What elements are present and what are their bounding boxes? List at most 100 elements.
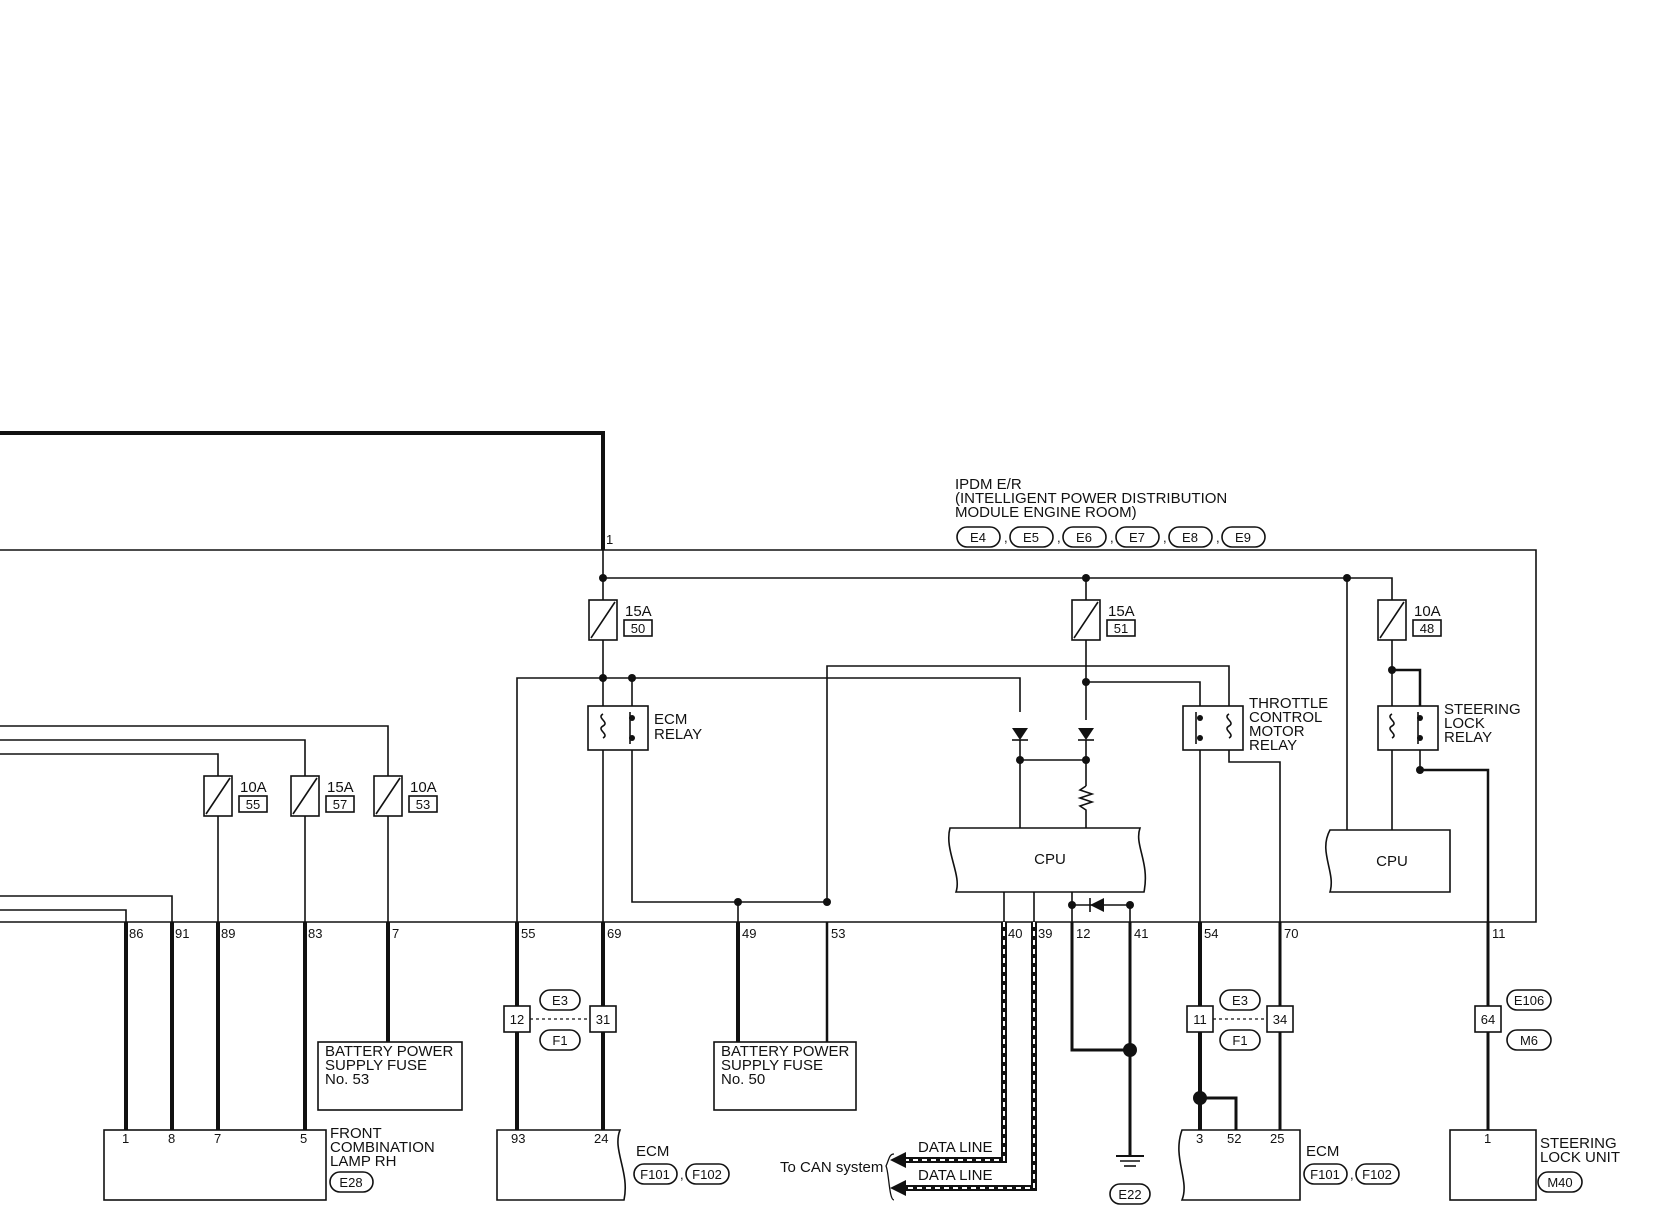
steering-lock-relay: STEERING LOCK RELAY	[1377, 701, 1521, 751]
svg-text:F102: F102	[1362, 1167, 1392, 1182]
ecm-left: 93 24 ECM F101 , F102	[496, 1129, 730, 1201]
ipdm-internal-bus	[602, 550, 1393, 610]
fuse-53: 10A 53	[373, 775, 438, 817]
svg-text:93: 93	[511, 1131, 525, 1146]
joint-connector-left: 12 31 E3 F1	[503, 989, 617, 1051]
fuse-55: 10A 55	[203, 775, 268, 817]
can-data-lines: DATA LINE DATA LINE To CAN system	[780, 922, 1037, 1201]
ecm-right: 3 52 25 ECM F101 , F102	[1178, 1129, 1400, 1201]
svg-text:E3: E3	[552, 993, 568, 1008]
svg-text:M6: M6	[1520, 1033, 1538, 1048]
fuse-number: 57	[333, 797, 347, 812]
fuse-48: 10A 48	[1377, 599, 1442, 641]
svg-text:34: 34	[1273, 1012, 1287, 1027]
ipdm-connector: E4	[970, 530, 986, 545]
svg-text:,: ,	[1216, 530, 1220, 545]
ipdm-pin: 41	[1134, 926, 1148, 941]
svg-text:BATTERY POWER: BATTERY POWER	[325, 1043, 454, 1060]
ipdm-pin: 49	[742, 926, 756, 941]
ipdm-pin-top: 1	[606, 532, 613, 547]
throttle-relay-label: MOTOR	[1249, 723, 1305, 740]
fuse-amp: 15A	[1108, 603, 1135, 620]
data-line-label: DATA LINE	[918, 1167, 992, 1184]
svg-text:11: 11	[1193, 1012, 1207, 1027]
svg-text:24: 24	[594, 1131, 608, 1146]
svg-text:COMBINATION: COMBINATION	[330, 1139, 435, 1156]
diode-right	[1078, 728, 1094, 741]
diode-left	[1012, 728, 1028, 741]
svg-text:No. 50: No. 50	[721, 1071, 765, 1088]
fuse-number: 50	[631, 621, 645, 636]
ipdm-pin: 55	[521, 926, 535, 941]
ipdm-connector: E7	[1129, 530, 1145, 545]
fuse-51: 15A 51	[1071, 578, 1136, 641]
can-system-label: To CAN system	[780, 1159, 883, 1176]
svg-text:ECM: ECM	[1306, 1143, 1339, 1160]
svg-text:,: ,	[1350, 1167, 1354, 1182]
fuse-57: 15A 57	[290, 775, 355, 817]
throttle-relay-label: THROTTLE	[1249, 695, 1328, 712]
ipdm-pin: 40	[1008, 926, 1022, 941]
svg-text:12: 12	[510, 1012, 524, 1027]
svg-text:SUPPLY FUSE: SUPPLY FUSE	[325, 1057, 427, 1074]
ipdm-connector: E9	[1235, 530, 1251, 545]
svg-text:52: 52	[1227, 1131, 1241, 1146]
svg-text:64: 64	[1481, 1012, 1495, 1027]
throttle-relay-label: CONTROL	[1249, 709, 1322, 726]
cpu-ipdm-left: CPU	[948, 827, 1147, 893]
svg-text:,: ,	[1057, 530, 1061, 545]
ipdm-pin: 83	[308, 926, 322, 941]
svg-text:F102: F102	[692, 1167, 722, 1182]
ipdm-title-line1: IPDM E/R	[955, 476, 1022, 493]
svg-text:,: ,	[1110, 530, 1114, 545]
ipdm-connector: E5	[1023, 530, 1039, 545]
svg-text:No. 53: No. 53	[325, 1071, 369, 1088]
svg-text:1: 1	[122, 1131, 129, 1146]
svg-text:STEERING: STEERING	[1540, 1135, 1617, 1152]
svg-text:F1: F1	[1232, 1033, 1247, 1048]
steering-unit-connector: M40	[1547, 1175, 1572, 1190]
fuse-amp: 10A	[240, 779, 267, 796]
ground-e22: E22	[1109, 1155, 1151, 1205]
ipdm-module-outline	[0, 549, 1537, 923]
resistor	[1077, 785, 1095, 828]
fuse-number: 51	[1114, 621, 1128, 636]
ipdm-pin: 54	[1204, 926, 1218, 941]
svg-text:7: 7	[214, 1131, 221, 1146]
ipdm-connector-list: E4 , E5 , E6 , E7 , E8 , E9	[956, 526, 1266, 548]
diode-ground	[1089, 898, 1104, 912]
ipdm-pin: 86	[129, 926, 143, 941]
ipdm-title-line3: MODULE ENGINE ROOM)	[955, 504, 1137, 521]
svg-text:E3: E3	[1232, 993, 1248, 1008]
svg-text:SUPPLY FUSE: SUPPLY FUSE	[721, 1057, 823, 1074]
fuse-amp: 15A	[327, 779, 354, 796]
ipdm-pin: 70	[1284, 926, 1298, 941]
joint-connector-steering: 64 E106 M6	[1474, 989, 1552, 1051]
joint-connector-right: 11 34 E3 F1	[1186, 989, 1294, 1051]
ipdm-pin-labels: 86 91 89 83 7 55 69 49 53 40 39 12 41 54…	[129, 926, 1506, 941]
ipdm-pin: 69	[607, 926, 621, 941]
ecm-relay: ECM RELAY	[587, 705, 702, 751]
ipdm-title-line2: (INTELLIGENT POWER DISTRIBUTION	[955, 490, 1227, 507]
ipdm-connector: E8	[1182, 530, 1198, 545]
svg-text:LAMP RH: LAMP RH	[330, 1153, 396, 1170]
ipdm-pin: 11	[1492, 926, 1506, 941]
data-line-label: DATA LINE	[918, 1139, 992, 1156]
fuse-number: 53	[416, 797, 430, 812]
ipdm-pin: 91	[175, 926, 189, 941]
ecm-relay-label: RELAY	[654, 726, 702, 743]
lamp-connector: E28	[339, 1175, 362, 1190]
throttle-relay-label: RELAY	[1249, 737, 1297, 754]
steering-lock-unit: 1 STEERING LOCK UNIT M40	[1449, 1129, 1620, 1201]
fuse-amp: 10A	[1414, 603, 1441, 620]
svg-text:,: ,	[680, 1167, 684, 1182]
cpu-ipdm-right: CPU	[1325, 829, 1451, 893]
svg-text:,: ,	[1163, 530, 1167, 545]
ipdm-pin: 7	[392, 926, 399, 941]
svg-text:25: 25	[1270, 1131, 1284, 1146]
svg-text:31: 31	[596, 1012, 610, 1027]
battery-power-supply-fuse-53: BATTERY POWER SUPPLY FUSE No. 53	[317, 1041, 463, 1111]
cpu-label: CPU	[1034, 851, 1066, 868]
svg-text:1: 1	[1484, 1131, 1491, 1146]
